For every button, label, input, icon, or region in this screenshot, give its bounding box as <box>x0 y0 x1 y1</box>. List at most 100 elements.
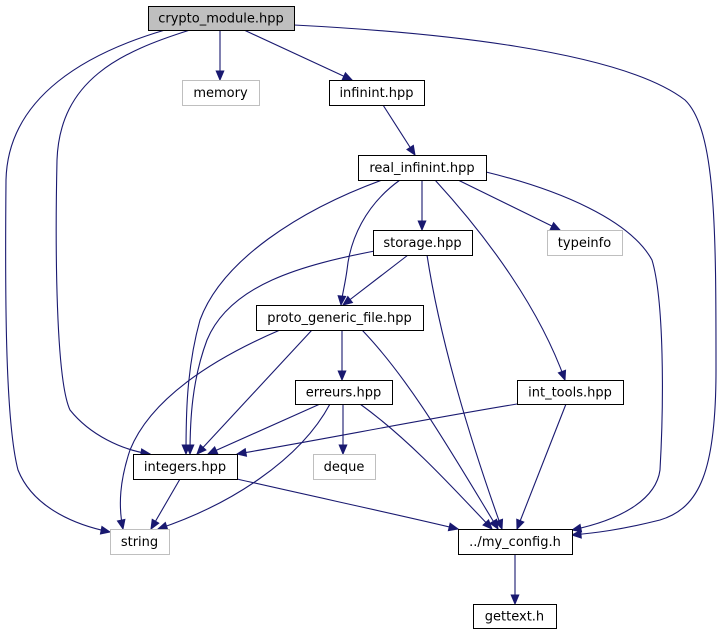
node-label: erreurs.hpp <box>306 386 381 401</box>
arrowhead <box>337 370 347 382</box>
node-infinint[interactable]: infinint.hpp <box>329 80 425 106</box>
edge-line <box>189 249 381 455</box>
edge-line <box>196 329 313 455</box>
node-box <box>148 6 295 31</box>
node-erreurs[interactable]: erreurs.hpp <box>295 380 393 405</box>
edge-line <box>426 254 503 530</box>
arrowhead <box>482 518 493 530</box>
edge-line <box>382 104 416 156</box>
arrowhead <box>406 144 416 157</box>
edge-line <box>342 254 409 306</box>
node-real-infinint[interactable]: real_infinint.hpp <box>358 155 487 181</box>
node-string: string <box>110 529 170 555</box>
arrowhead <box>338 444 348 456</box>
edge-storage-to-integers <box>185 249 381 456</box>
edge-line <box>150 478 181 530</box>
edge-int-tools-to-integers <box>235 403 518 457</box>
arrowhead <box>341 71 354 81</box>
node-label: memory <box>193 86 248 101</box>
arrowhead <box>557 369 567 382</box>
edge-line <box>340 179 401 306</box>
edge-proto-generic-file-to-my-config <box>361 329 499 531</box>
edge-real-infinint-to-my-config <box>485 171 663 533</box>
edge-proto-generic-file-to-erreurs <box>337 330 347 382</box>
edge-line <box>361 329 499 530</box>
edge-infinint-to-real-infinint <box>382 104 416 157</box>
arrowhead <box>516 518 525 531</box>
arrowhead <box>337 295 347 307</box>
node-label: integers.hpp <box>144 460 226 475</box>
node-label: ../my_config.h <box>469 535 561 550</box>
edge-line <box>236 478 459 530</box>
edge-line <box>516 403 567 530</box>
node-box <box>256 305 424 331</box>
arrowhead <box>206 445 219 455</box>
node-box <box>517 380 624 405</box>
edge-crypto-module-to-string <box>5 29 166 535</box>
arrowhead <box>447 522 460 532</box>
arrowhead <box>510 594 520 606</box>
edge-erreurs-to-deque <box>338 404 348 456</box>
arrowhead <box>417 220 427 232</box>
node-box <box>329 80 425 106</box>
edge-real-infinint-to-typeinfo <box>457 179 562 231</box>
node-proto-generic-file[interactable]: proto_generic_file.hpp <box>256 305 424 331</box>
edge-line <box>293 24 717 536</box>
edge-line <box>55 29 191 455</box>
edge-line <box>157 403 331 530</box>
arrowhead <box>196 443 207 455</box>
edge-real-infinint-to-int-tools <box>434 179 567 382</box>
edge-real-infinint-to-storage <box>417 180 427 232</box>
node-label: real_infinint.hpp <box>369 161 474 176</box>
node-label: typeinfo <box>558 236 611 251</box>
node-storage[interactable]: storage.hpp <box>373 230 473 256</box>
node-label: crypto_module.hpp <box>158 12 284 27</box>
node-label: infinint.hpp <box>339 86 413 101</box>
edge-integers-to-my-config <box>236 478 460 532</box>
arrowhead <box>235 447 248 457</box>
edge-int-tools-to-my-config <box>516 403 567 531</box>
node-box <box>473 604 557 629</box>
edge-line <box>207 403 321 455</box>
edge-crypto-module-to-infinint <box>243 29 354 81</box>
arrowhead <box>150 518 160 531</box>
edge-integers-to-string <box>150 478 181 531</box>
node-label: deque <box>324 460 365 475</box>
edge-line <box>485 171 663 531</box>
arrowhead <box>341 295 354 306</box>
arrowhead <box>156 521 169 531</box>
node-box <box>182 80 260 106</box>
node-gettext[interactable]: gettext.h <box>473 604 557 629</box>
edge-line <box>434 179 566 381</box>
edge-line <box>5 29 166 533</box>
node-integers[interactable]: integers.hpp <box>133 454 238 480</box>
node-label: storage.hpp <box>383 236 461 251</box>
arrowhead <box>116 518 126 531</box>
node-label: int_tools.hpp <box>528 386 612 401</box>
node-label: proto_generic_file.hpp <box>267 311 412 326</box>
node-label: string <box>121 535 158 550</box>
node-box <box>295 380 393 405</box>
node-crypto-module[interactable]: crypto_module.hpp <box>148 6 295 31</box>
node-my-config[interactable]: ../my_config.h <box>458 529 573 555</box>
arrowhead <box>489 518 499 531</box>
node-deque: deque <box>313 454 376 480</box>
edge-real-infinint-to-proto-generic-file <box>337 179 401 307</box>
node-box <box>110 529 170 555</box>
edge-storage-to-proto-generic-file <box>341 254 409 306</box>
edge-crypto-module-to-integers <box>55 29 191 458</box>
node-box <box>358 155 487 181</box>
arrowhead <box>570 523 583 533</box>
arrowhead <box>215 70 225 82</box>
edge-line <box>359 403 493 530</box>
arrowhead <box>99 525 112 535</box>
edge-line <box>119 329 281 530</box>
node-box <box>133 454 238 480</box>
edge-proto-generic-file-to-string <box>116 329 281 531</box>
edge-crypto-module-to-my-config <box>293 24 717 539</box>
arrowhead <box>570 529 582 539</box>
node-int-tools[interactable]: int_tools.hpp <box>517 380 624 405</box>
edge-line <box>236 403 518 455</box>
